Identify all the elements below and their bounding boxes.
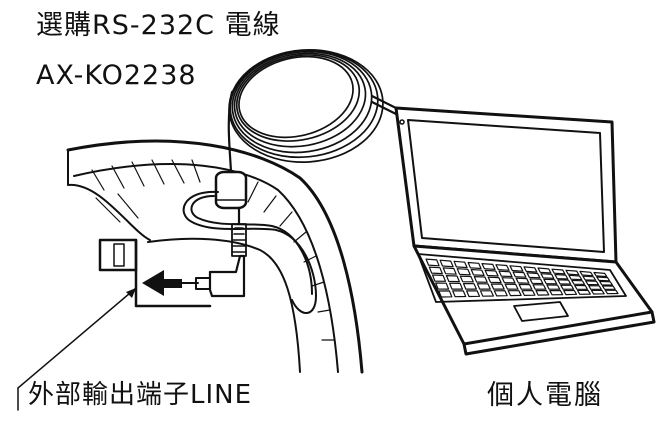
laptop-touchpad	[513, 301, 569, 322]
cable-loop-panel-2	[190, 195, 313, 295]
arrow-left-icon	[142, 270, 182, 296]
keyboard-key	[439, 259, 454, 268]
keyboard-key	[481, 263, 496, 270]
keyboard-key	[585, 280, 600, 286]
keyboard-key	[456, 268, 471, 276]
laptop-icon	[394, 106, 656, 356]
keyboard-key	[453, 260, 468, 269]
keyboard-key	[593, 271, 608, 278]
keyboard-key	[549, 289, 564, 296]
panel-shell-left	[67, 149, 151, 241]
keyboard-key	[493, 290, 508, 297]
keyboard-key	[462, 282, 477, 290]
keyboard-key	[512, 271, 527, 278]
keyboard-key	[425, 258, 440, 267]
line-output-port-label: 外部輸出端子LINE	[28, 380, 253, 410]
keyboard-key	[576, 289, 591, 295]
keyboard-key	[518, 283, 533, 290]
panel-inner-edge	[73, 163, 339, 373]
keyboard-key	[435, 282, 450, 290]
plug-strain-relief	[231, 227, 247, 253]
keyboard-key	[476, 283, 491, 290]
keyboard-key	[604, 289, 619, 295]
keyboard-key	[543, 278, 558, 285]
keyboard-key	[601, 285, 616, 290]
keyboard-key	[535, 290, 550, 296]
keyboard-key	[498, 270, 513, 278]
keyboard-key	[526, 272, 541, 279]
cable-loop-panel	[182, 190, 317, 314]
keyboard-key	[509, 265, 524, 272]
keyboard-key	[532, 284, 547, 290]
keyboard-key	[599, 280, 614, 286]
keyboard-key	[540, 273, 555, 279]
keyboard-key	[495, 264, 510, 271]
keyboard-key	[565, 269, 580, 276]
panel-ribs	[91, 159, 335, 341]
keyboard-key	[554, 273, 569, 280]
laptop-camera	[399, 119, 405, 125]
laptop-keyboard-area	[417, 253, 627, 303]
keyboard-key	[484, 269, 499, 277]
keyboard-key	[551, 268, 566, 275]
ferrite-core-icon	[214, 170, 248, 210]
keyboard-key	[490, 283, 505, 290]
keyboard-key	[470, 268, 485, 276]
laptop-keyboard	[425, 258, 619, 298]
coiled-cable-icon	[182, 49, 402, 314]
port-leader-line	[17, 287, 137, 411]
keyboard-key	[487, 276, 502, 284]
keyboard-key	[571, 279, 586, 285]
keyboard-key	[563, 289, 578, 296]
keyboard-key	[582, 275, 597, 281]
keyboard-key	[467, 261, 482, 270]
keyboard-key	[546, 284, 561, 290]
keyboard-key	[596, 276, 611, 282]
laptop-screen	[407, 119, 605, 253]
keyboard-key	[442, 267, 457, 275]
keyboard-key	[579, 270, 594, 277]
keyboard-key	[479, 290, 494, 297]
keyboard-key	[438, 290, 453, 298]
keyboard-key	[523, 266, 538, 273]
keyboard-key	[459, 275, 474, 283]
keyboard-key	[515, 277, 530, 284]
keyboard-key	[568, 274, 583, 281]
right-angle-plug-icon	[181, 223, 247, 298]
keyboard-key	[521, 290, 536, 296]
jack-face	[113, 243, 125, 267]
keyboard-key	[431, 274, 447, 282]
plug-body	[208, 254, 246, 298]
laptop-base-front	[462, 310, 656, 356]
cable-model-number: AX-KO2238	[36, 60, 197, 91]
keyboard-key	[428, 266, 443, 275]
keyboard-key	[537, 267, 552, 274]
keyboard-key	[560, 284, 575, 290]
keyboard-key	[445, 275, 460, 283]
keyboard-key	[529, 278, 544, 285]
device-panel	[66, 139, 364, 374]
keyboard-key	[452, 290, 467, 298]
keyboard-key	[473, 276, 488, 283]
keyboard-key	[501, 277, 516, 284]
jack-wall	[134, 238, 212, 308]
cable-coil	[228, 49, 384, 163]
panel-recess	[147, 237, 301, 373]
jack-block	[98, 238, 212, 308]
keyboard-key	[587, 285, 602, 290]
keyboard-key	[504, 283, 519, 290]
keyboard-key	[574, 284, 589, 290]
cable-title: 選購RS-232C 電線	[36, 10, 281, 41]
keyboard-key	[449, 282, 464, 290]
keyboard-key	[557, 279, 572, 285]
keyboard-key	[590, 289, 605, 295]
keyboard-key	[507, 290, 522, 297]
keyboard-key	[466, 290, 481, 298]
personal-computer-label: 個人電腦	[487, 380, 603, 411]
panel-outer-edge	[66, 139, 364, 374]
